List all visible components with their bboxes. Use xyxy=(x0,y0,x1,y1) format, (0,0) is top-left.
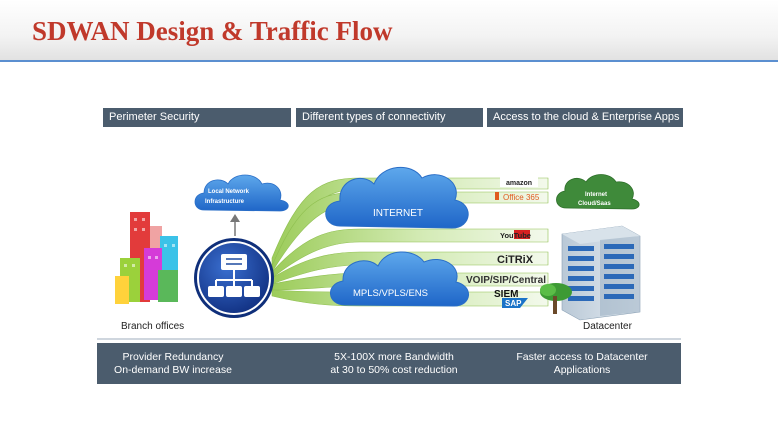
divider xyxy=(97,338,681,340)
mpls-cloud xyxy=(330,251,469,307)
header-perimeter-security: Perimeter Security xyxy=(103,108,291,127)
datacenter-building xyxy=(540,225,641,321)
sdwan-hub-icon xyxy=(194,238,274,318)
sap-logo-bg xyxy=(502,298,528,308)
benefit-redundancy-line-2: On-demand BW increase xyxy=(114,364,232,376)
citrix-logo: CiTRiX xyxy=(497,254,534,266)
datacenter-label: Datacenter xyxy=(583,321,632,332)
page-title: SDWAN Design & Traffic Flow xyxy=(32,16,393,46)
siem-label: SIEM xyxy=(494,289,518,300)
internet-cloud xyxy=(325,166,469,229)
header-connectivity: Different types of connectivity xyxy=(296,108,483,127)
up-arrow-icon xyxy=(230,214,240,222)
internet-label: INTERNET xyxy=(373,208,423,219)
internet-saas-cloud xyxy=(556,174,640,210)
benefit-bandwidth: 5X-100X more Bandwidth at 30 to 50% cost… xyxy=(319,351,469,377)
benefit-datacenter: Faster access to Datacenter Applications xyxy=(507,351,657,377)
header-cloud-access: Access to the cloud & Enterprise Apps xyxy=(487,108,683,127)
benefit-datacenter-line-1: Faster access to Datacenter xyxy=(516,351,648,363)
internet-saas-label-2: Cloud/Saas xyxy=(578,201,611,207)
benefit-redundancy: Provider Redundancy On-demand BW increas… xyxy=(103,351,243,377)
youtube-logo-bg xyxy=(514,230,530,239)
office365-icon xyxy=(495,192,499,200)
band-citrix xyxy=(271,251,549,285)
local-network-label-1: Local Network xyxy=(208,189,250,195)
sap-logo: SAP xyxy=(505,299,522,308)
amazon-logo-bg xyxy=(500,177,538,187)
benefit-bandwidth-line-2: at 30 to 50% cost reduction xyxy=(330,364,458,376)
youtube-logo: YouTube xyxy=(500,231,531,240)
title-bar: SDWAN Design & Traffic Flow xyxy=(0,0,778,60)
branch-office-buildings xyxy=(115,212,178,304)
band-office365 xyxy=(271,191,549,274)
internet-saas-label-1: Internet xyxy=(585,192,607,198)
local-network-label-2: Infrastructure xyxy=(205,199,245,205)
office365-logo: Office 365 xyxy=(503,193,540,202)
benefits-bar: Provider Redundancy On-demand BW increas… xyxy=(97,343,681,384)
benefit-redundancy-line-1: Provider Redundancy xyxy=(122,351,224,363)
mpls-label: MPLS/VPLS/ENS xyxy=(353,288,428,299)
band-youtube xyxy=(271,228,549,279)
local-network-cloud xyxy=(194,174,289,212)
benefit-bandwidth-line-1: 5X-100X more Bandwidth xyxy=(334,351,454,363)
voip-label: VOIP/SIP/Central xyxy=(466,275,546,286)
branch-offices-label: Branch offices xyxy=(121,321,185,332)
title-underline xyxy=(0,60,778,62)
benefit-datacenter-line-2: Applications xyxy=(553,364,611,376)
amazon-logo: amazon xyxy=(506,180,532,187)
